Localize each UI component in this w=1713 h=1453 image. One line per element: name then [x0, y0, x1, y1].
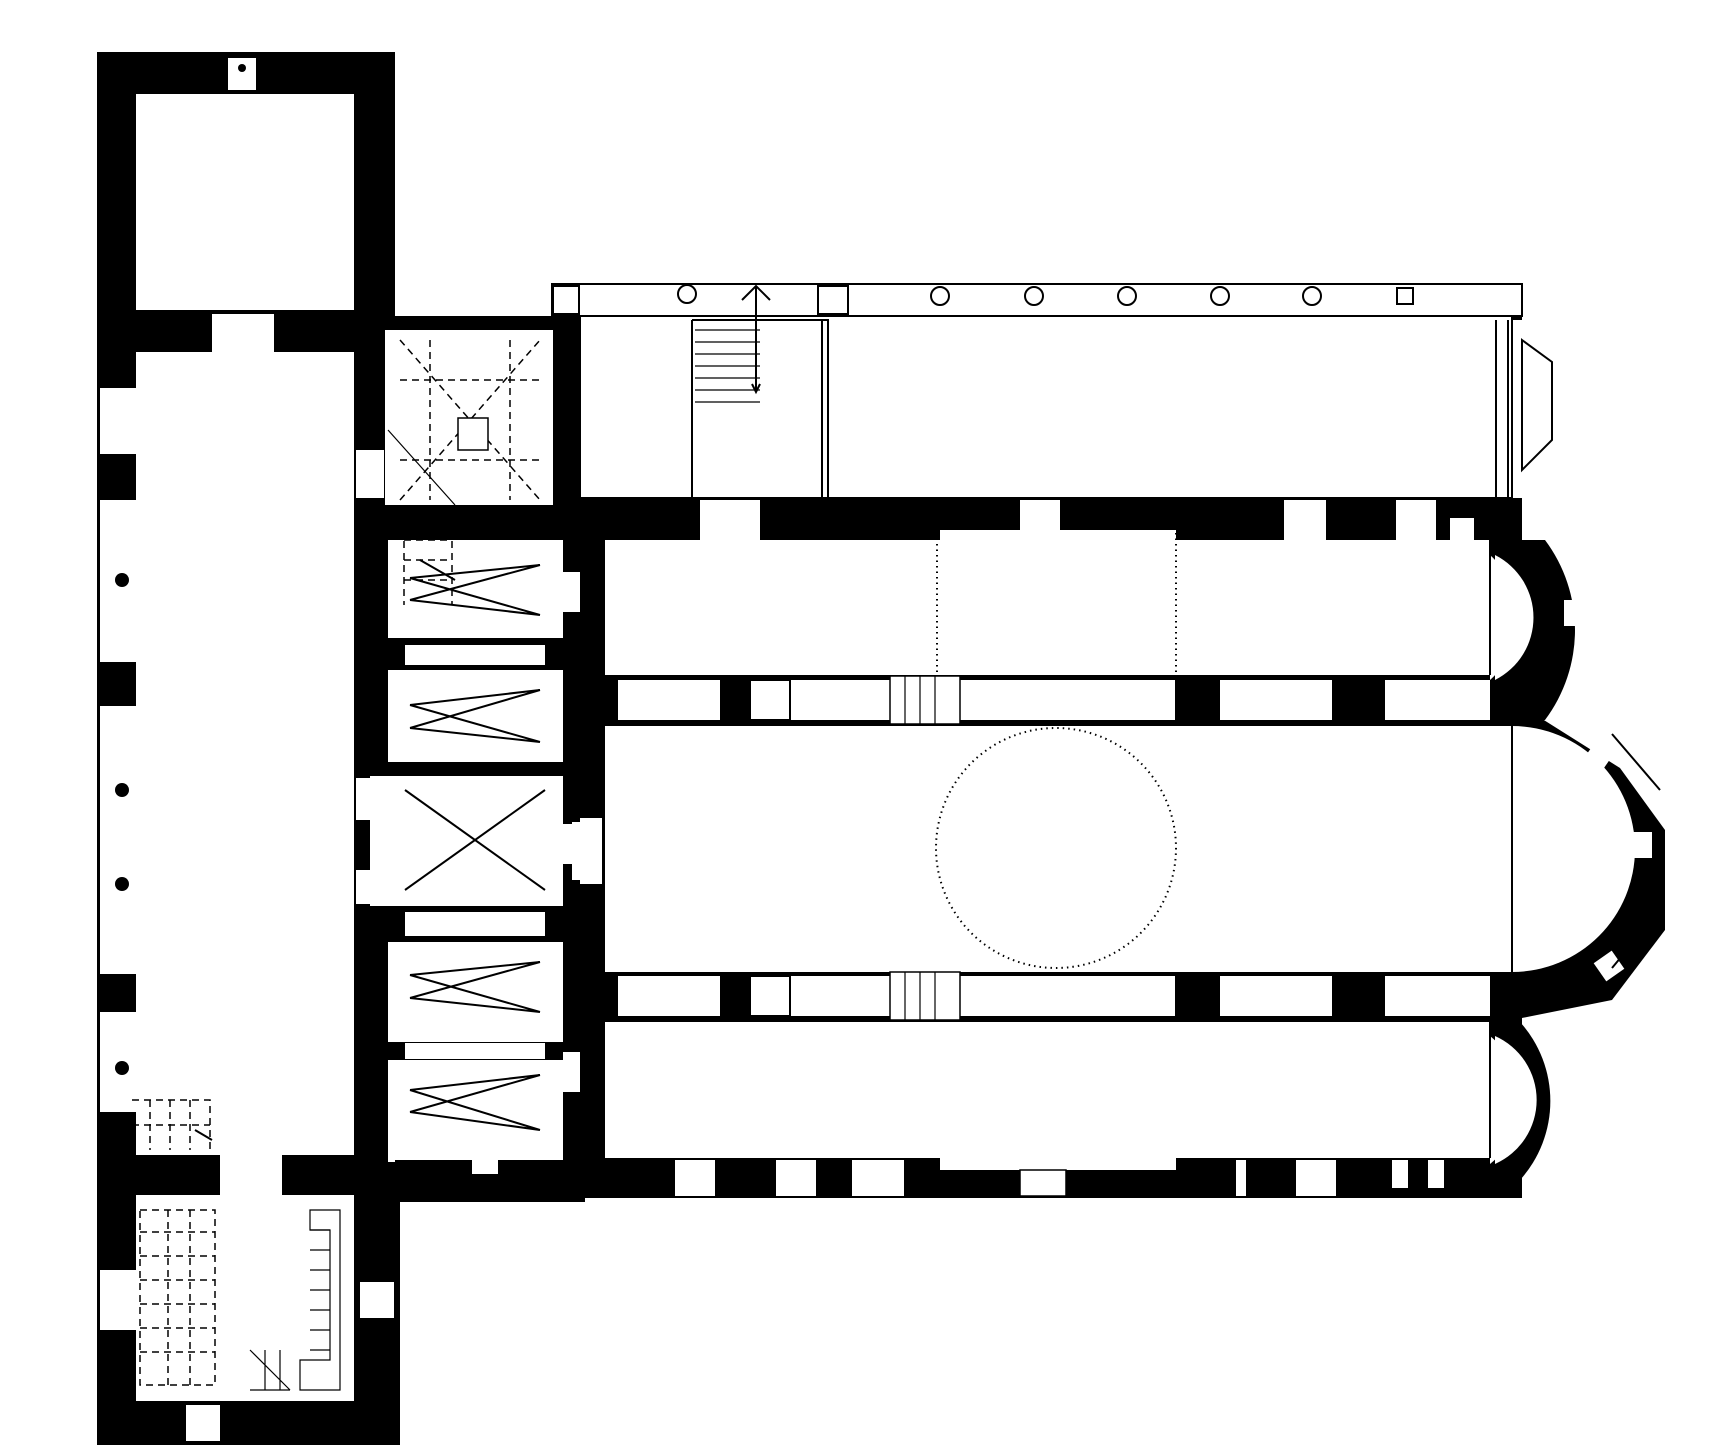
exonarthex-hall — [97, 352, 395, 1160]
stair-block — [355, 316, 585, 518]
narthex-bay-3 — [370, 776, 563, 906]
central-nave — [572, 726, 1512, 972]
narthex-bay-1 — [388, 540, 563, 638]
south-apse — [1490, 1022, 1578, 1180]
narthex-bay-4 — [388, 942, 563, 1042]
main-apse — [1512, 700, 1665, 1020]
north-portico — [551, 283, 1553, 499]
column-marker — [115, 877, 129, 891]
narthex-bay-2 — [388, 670, 563, 762]
column-marker — [115, 573, 129, 587]
north-aisle — [602, 500, 1490, 1168]
dome-outline — [935, 727, 1177, 969]
west-tower-lower — [97, 1155, 400, 1445]
south-arcade — [618, 971, 1490, 1021]
west-tower-upper — [97, 52, 395, 352]
narthex — [355, 505, 595, 1190]
tower-staircase — [139, 1209, 341, 1391]
column-marker — [115, 1061, 129, 1075]
narthex-bay-5 — [388, 1060, 563, 1162]
south-aisle — [478, 1022, 1490, 1197]
north-apse — [1490, 540, 1582, 720]
column-marker — [115, 783, 129, 797]
north-arcade — [618, 675, 1490, 725]
naos — [478, 498, 1522, 1198]
small-stair — [132, 1099, 213, 1150]
